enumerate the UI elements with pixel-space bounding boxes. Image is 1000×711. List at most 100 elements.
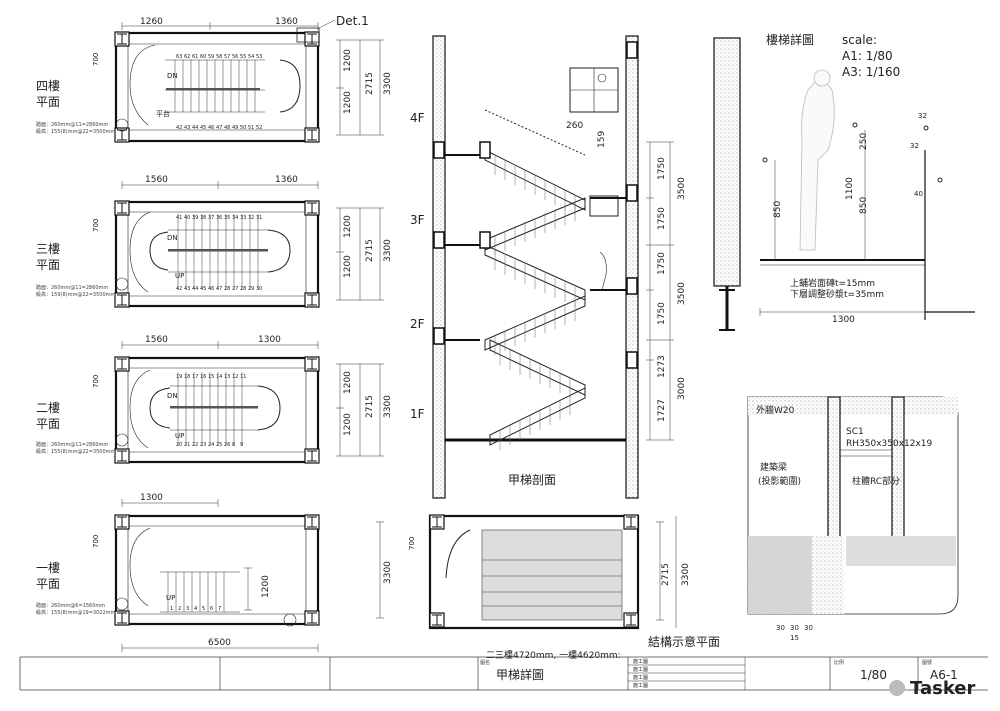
dim-159: 159 — [597, 131, 607, 148]
plan-3f: 41 40 39 38 37 36 35 34 33 32 31 42 43 4… — [36, 175, 393, 308]
brand-watermark: Tasker — [910, 678, 976, 699]
step-num: 15 — [208, 374, 214, 380]
up-label: UP — [175, 432, 184, 440]
step-num: 57 — [224, 54, 230, 60]
number-field-label: 圖號 — [922, 659, 932, 666]
drawing-name: 甲梯詳圖 — [496, 667, 544, 682]
drawing-name-label: 圖名 — [480, 659, 490, 666]
dim-r2: 1200 — [343, 255, 353, 278]
plan-note: 級高：155(8)mm@22=3500mm — [36, 448, 116, 455]
tb-row: 施工圖 — [633, 658, 648, 665]
step-num: 63 — [176, 54, 182, 60]
plan-note: 踏面：260mm@6=1560mm — [36, 602, 105, 609]
floor-title: 四樓 — [36, 78, 60, 93]
dim-r4: 3300 — [383, 561, 393, 584]
step-num: 34 — [232, 215, 238, 221]
step-num: 14 — [216, 374, 222, 380]
scale-label: scale: — [842, 33, 877, 47]
floor-title-sub: 平面 — [36, 417, 60, 431]
dim-260: 260 — [566, 121, 583, 131]
plan-1f: 1 2 3 4 5 6 7 UP 1200 1300 700 3300 6500… — [36, 493, 393, 652]
dim-32: 32 — [918, 112, 927, 120]
step-num: 47 — [216, 125, 222, 131]
step-num: 40 — [184, 215, 190, 221]
dn-label: DN — [167, 72, 178, 80]
step-num: 29 — [248, 286, 254, 292]
step-num: 12 — [232, 374, 238, 380]
title-block: 甲梯詳圖 圖名 比例 1/80 圖號 A6-1 施工圖 施工圖 施工圖 施工圖 … — [19, 656, 988, 699]
step-num: 38 — [200, 215, 206, 221]
scale-value: 1/80 — [860, 668, 887, 682]
dim-1100: 1100 — [845, 177, 855, 200]
floor-title-sub: 平面 — [36, 577, 60, 591]
step-num: 60 — [200, 54, 206, 60]
step-num: 27 — [232, 286, 238, 292]
step-num: 59 — [208, 54, 214, 60]
step-num: 62 — [184, 54, 190, 60]
dim-r2: 1200 — [343, 91, 353, 114]
floor-title: 一樓 — [36, 560, 60, 575]
step-num: 48 — [224, 125, 230, 131]
dim-width-right: 1360 — [275, 175, 298, 185]
plan-note: 級高：155(8)mm@22=3500mm — [36, 128, 116, 135]
step-num: 5 — [202, 606, 205, 612]
dim-30: 30 — [776, 624, 785, 632]
up-label: UP — [175, 272, 184, 280]
step-num: 61 — [192, 54, 198, 60]
structure-plan-title: 結構示意平面 — [648, 634, 720, 649]
dn-label: DN — [167, 392, 178, 400]
step-num: 20 — [176, 442, 182, 448]
step-num: 45 — [200, 286, 206, 292]
sc1-label: SC1 — [846, 427, 864, 437]
beam-label: 建築梁 — [760, 461, 787, 473]
step-num: 6 — [210, 606, 213, 612]
up-label: UP — [166, 594, 175, 602]
dim-side: 700 — [408, 537, 416, 550]
column-label: 柱體RC部分 — [852, 475, 900, 487]
tb-row: 施工圖 — [633, 674, 648, 681]
dim-250: 250 — [859, 133, 869, 150]
dim-width-right: 1300 — [258, 335, 281, 345]
step-num: 39 — [192, 215, 198, 221]
dim-floor: 3000 — [677, 377, 687, 400]
plan-2f: 19 18 17 16 15 14 13 12 11 20 21 22 23 2… — [36, 335, 393, 464]
step-num: 11 — [240, 374, 246, 380]
dim-30: 30 — [804, 624, 813, 632]
dim-chain: 1750 — [657, 302, 667, 325]
step-num: 1 — [170, 606, 173, 612]
step-num: 54 — [248, 54, 254, 60]
step-num: 26 — [224, 442, 230, 448]
floor-title-sub: 平面 — [36, 95, 60, 109]
structure-plan: 700 2715 3300 結構示意平面 二三樓4720mm, 一樓4620mm… — [408, 514, 720, 661]
stair-detail: 樓梯詳圖 scale: A1: 1/80 A3: 1/160 32 32 40 … — [713, 32, 975, 331]
dim-side: 700 — [92, 219, 100, 232]
dim-chain: 1750 — [657, 207, 667, 230]
beam-label-sub: (投影範圍) — [758, 475, 801, 487]
dim-side: 700 — [92, 535, 100, 548]
step-num: 24 — [208, 442, 214, 448]
step-num: 35 — [224, 215, 230, 221]
step-num: 28 — [224, 286, 230, 292]
dim-32: 32 — [910, 142, 919, 150]
scale-a1: A1: 1/80 — [842, 49, 893, 63]
step-num: 28 — [240, 286, 246, 292]
dim-chain: 1750 — [657, 157, 667, 180]
dim-850: 850 — [859, 197, 869, 214]
step-num: 4 — [194, 606, 197, 612]
step-num: 31 — [256, 215, 262, 221]
step-num: 51 — [248, 125, 254, 131]
structure-detail: 外牆W20 SC1 RH350x350x12x19 建築梁 (投影範圍) 柱體R… — [747, 396, 959, 642]
tb-row: 施工圖 — [633, 682, 648, 689]
step-num: 37 — [208, 215, 214, 221]
floor-label: 4F — [410, 111, 425, 125]
step-num: 25 — [216, 442, 222, 448]
dim-30: 30 — [790, 624, 799, 632]
dim-r2: 1200 — [343, 413, 353, 436]
dim-width-left: 1260 — [140, 17, 163, 27]
dim-chain: 1727 — [657, 399, 667, 422]
dim-40: 40 — [914, 190, 923, 198]
dim-r1: 1200 — [343, 371, 353, 394]
dim-width-right: 1360 — [275, 17, 298, 27]
step-num: 49 — [232, 125, 238, 131]
